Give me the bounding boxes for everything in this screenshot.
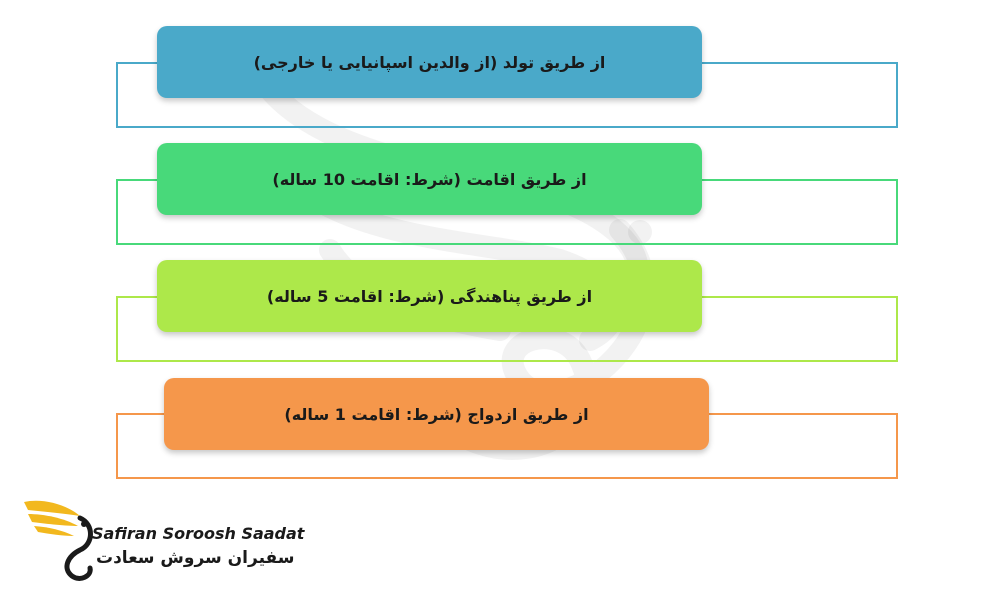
row-birth-label: از طریق تولد (از والدین اسپانیایی یا خار… (253, 52, 606, 72)
row-asylum-label: از طریق پناهندگی (شرط: اقامت 5 ساله) (266, 286, 593, 306)
row-residence: از طریق اقامت (شرط: اقامت 10 ساله) (157, 143, 702, 215)
row-marriage-label: از طریق ازدواج (شرط: اقامت 1 ساله) (284, 404, 589, 424)
logo-name-fa: سفیران سروش سعادت (96, 548, 295, 568)
row-residence-label: از طریق اقامت (شرط: اقامت 10 ساله) (272, 169, 587, 189)
eagle-icon (24, 500, 93, 581)
row-marriage: از طریق ازدواج (شرط: اقامت 1 ساله) (164, 378, 709, 450)
row-asylum: از طریق پناهندگی (شرط: اقامت 5 ساله) (157, 260, 702, 332)
row-birth: از طریق تولد (از والدین اسپانیایی یا خار… (157, 26, 702, 98)
logo-name-en: Safiran Soroosh Saadat (92, 524, 305, 543)
company-logo: Safiran Soroosh Saadat سفیران سروش سعادت (22, 494, 312, 584)
